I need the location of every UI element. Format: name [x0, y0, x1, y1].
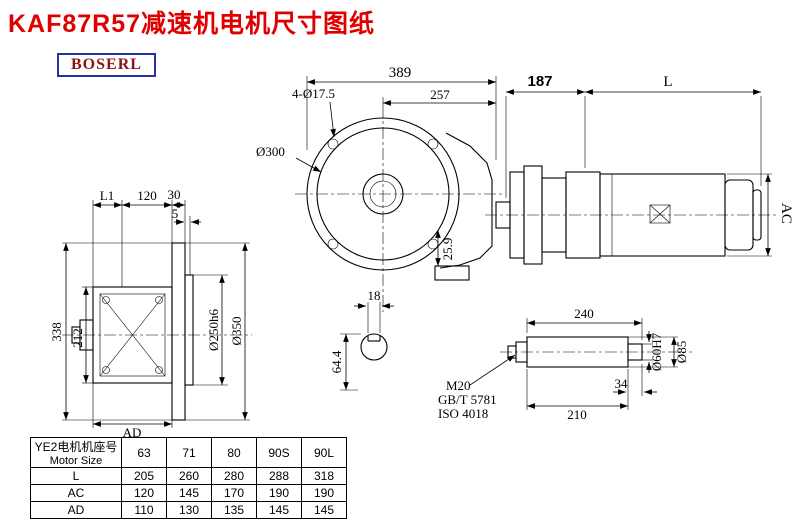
table-cell: 110 — [121, 501, 167, 519]
table-cell: 260 — [166, 467, 212, 485]
table-cell: 205 — [121, 467, 167, 485]
dim-AC: AC — [778, 203, 794, 224]
dim-212: 212 — [70, 328, 85, 348]
dim-d85: Ø85 — [674, 341, 689, 363]
dim-25-9: 25.9 — [440, 238, 455, 261]
dim-34: 34 — [615, 376, 629, 391]
housing-outline — [439, 132, 493, 269]
table-col-71: 71 — [166, 437, 212, 468]
brand-logo-text: BOSERL — [71, 56, 142, 73]
table-cell: 145 — [256, 501, 302, 519]
dim-30: 30 — [168, 187, 181, 202]
table-cell: 318 — [301, 467, 347, 485]
dim-d350: Ø350 — [229, 317, 244, 346]
dim-5: 5 — [172, 206, 179, 221]
motor-nameplate — [649, 204, 671, 224]
dim-d60h7: Ø60H7 — [649, 332, 664, 371]
flange-spigot — [184, 274, 194, 386]
dim-338: 338 — [49, 322, 64, 342]
table-col-90l: 90L — [301, 437, 347, 468]
table-cell: 145 — [166, 484, 212, 502]
dim-210: 210 — [567, 407, 587, 422]
table-header-cell: YE2电机机座号 Motor Size — [30, 437, 122, 468]
table-header-cn: YE2电机机座号 — [34, 440, 118, 454]
dim-bolt-holes: 4-Ø17.5 — [292, 86, 335, 101]
dim-257: 257 — [430, 87, 450, 102]
motor-view: 187 L AC — [485, 73, 794, 265]
label-gbt5781: GB/T 5781 — [438, 392, 497, 407]
table-col-63: 63 — [121, 437, 167, 468]
page-title: KAF87R57减速机电机尺寸图纸 — [8, 10, 376, 38]
bolt-hole — [427, 138, 439, 150]
dim-18: 18 — [368, 288, 381, 303]
table-cell: 280 — [211, 467, 257, 485]
row-label-L: L — [30, 467, 122, 485]
flange-bore-circle — [316, 127, 450, 261]
table-col-90s: 90S — [256, 437, 302, 468]
table-row: AC 120 145 170 190 190 — [30, 484, 347, 502]
front-view: 389 257 4-Ø17.5 Ø300 25.9 18 — [256, 65, 505, 391]
dim-120: 120 — [137, 188, 157, 203]
dim-389: 389 — [389, 65, 412, 81]
dim-d250h6: Ø250h6 — [206, 309, 221, 351]
table-header-en: Motor Size — [49, 455, 103, 467]
flange-outer-circle — [306, 117, 460, 271]
table-row: L 205 260 280 288 318 — [30, 467, 347, 485]
table-cell: 170 — [211, 484, 257, 502]
brand-logo: BOSERL — [57, 53, 156, 77]
bolt-hole — [327, 138, 339, 150]
table-cell: 130 — [166, 501, 212, 519]
label-m20: M20 — [446, 378, 471, 393]
dim-187: 187 — [527, 73, 552, 90]
motor-size-table: YE2电机机座号 Motor Size 63 71 80 90S 90L L 2… — [30, 437, 347, 519]
bolt-hole — [427, 238, 439, 250]
row-label-AC: AC — [30, 484, 122, 502]
dim-240: 240 — [574, 306, 594, 321]
shaft-detail-view: 240 34 210 M20 GB/T 5781 ISO 4018 Ø60H7 — [438, 306, 692, 422]
row-label-AD: AD — [30, 501, 122, 519]
table-cell: 135 — [211, 501, 257, 519]
table-cell: 145 — [301, 501, 347, 519]
table-row: AD 110 130 135 145 145 — [30, 501, 347, 519]
table-cell: 190 — [256, 484, 302, 502]
table-col-80: 80 — [211, 437, 257, 468]
table-cell: 120 — [121, 484, 167, 502]
dim-ad: AD — [123, 425, 142, 440]
bolt-hole — [327, 238, 339, 250]
shaft-section-circle — [360, 333, 388, 361]
dim-d300: Ø300 — [256, 144, 285, 159]
flange-plate — [171, 242, 186, 421]
dim-64-4: 64.4 — [329, 350, 344, 373]
table-cell: 288 — [256, 467, 302, 485]
side-view: L1 120 30 5 338 212 AD Ø250h — [49, 187, 252, 440]
table-cell: 190 — [301, 484, 347, 502]
dim-l1: L1 — [100, 188, 114, 203]
label-iso4018: ISO 4018 — [438, 406, 488, 421]
dim-L: L — [663, 74, 672, 90]
